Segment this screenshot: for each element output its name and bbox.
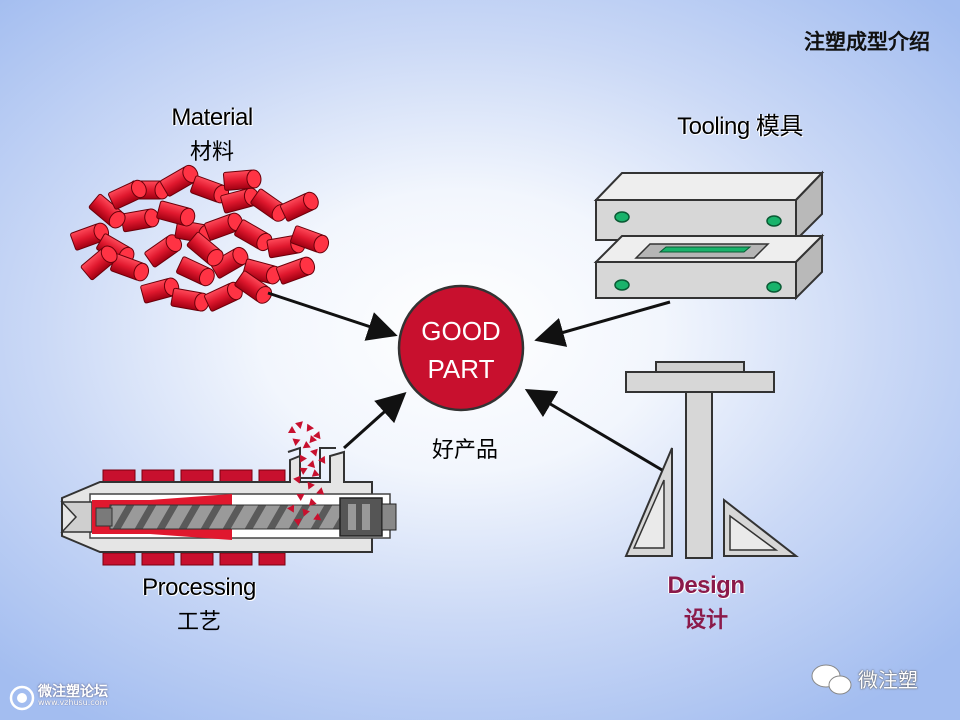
material-pellets-icon (70, 164, 330, 312)
good-part-caption: 好产品 (431, 438, 498, 463)
forum-logo-text: 微注塑论坛 www.vzhusu.com (38, 685, 108, 707)
design-label-cn: 设计 (683, 607, 728, 633)
design-label: Design 设计 (640, 572, 772, 634)
page-title: 注塑成型介绍 (804, 29, 930, 54)
wechat-icon (811, 664, 852, 695)
good-part-line1: GOOD (421, 316, 500, 346)
forum-logo-name: 微注塑论坛 (38, 684, 108, 700)
processing-label: Processing 工艺 (116, 574, 282, 636)
drafting-tools-icon (624, 361, 799, 559)
good-part-circle: GOOD PART (397, 284, 525, 412)
mold-icon (593, 170, 825, 301)
forum-logo-url: www.vzhusu.com (38, 698, 108, 707)
arrow-design (524, 388, 663, 472)
arrow-processing (342, 391, 407, 450)
watermark-brand: 微注塑 (858, 668, 918, 692)
arrows (267, 291, 671, 472)
processing-label-cn: 工艺 (176, 610, 221, 635)
falling-granules-icon (287, 421, 326, 526)
tooling-label: Tooling 模具 (677, 113, 803, 140)
material-label: Material 材料 (140, 104, 284, 166)
arrow-tooling (534, 300, 671, 347)
design-label-en: Design (667, 572, 745, 599)
material-label-cn: 材料 (189, 140, 234, 165)
good-part-line2: PART (428, 354, 495, 384)
processing-label-en: Processing (142, 574, 256, 601)
forum-logo-icon (9, 685, 35, 711)
arrow-material (267, 291, 398, 341)
material-label-en: Material (171, 104, 253, 131)
injection-barrel-icon (60, 421, 397, 566)
